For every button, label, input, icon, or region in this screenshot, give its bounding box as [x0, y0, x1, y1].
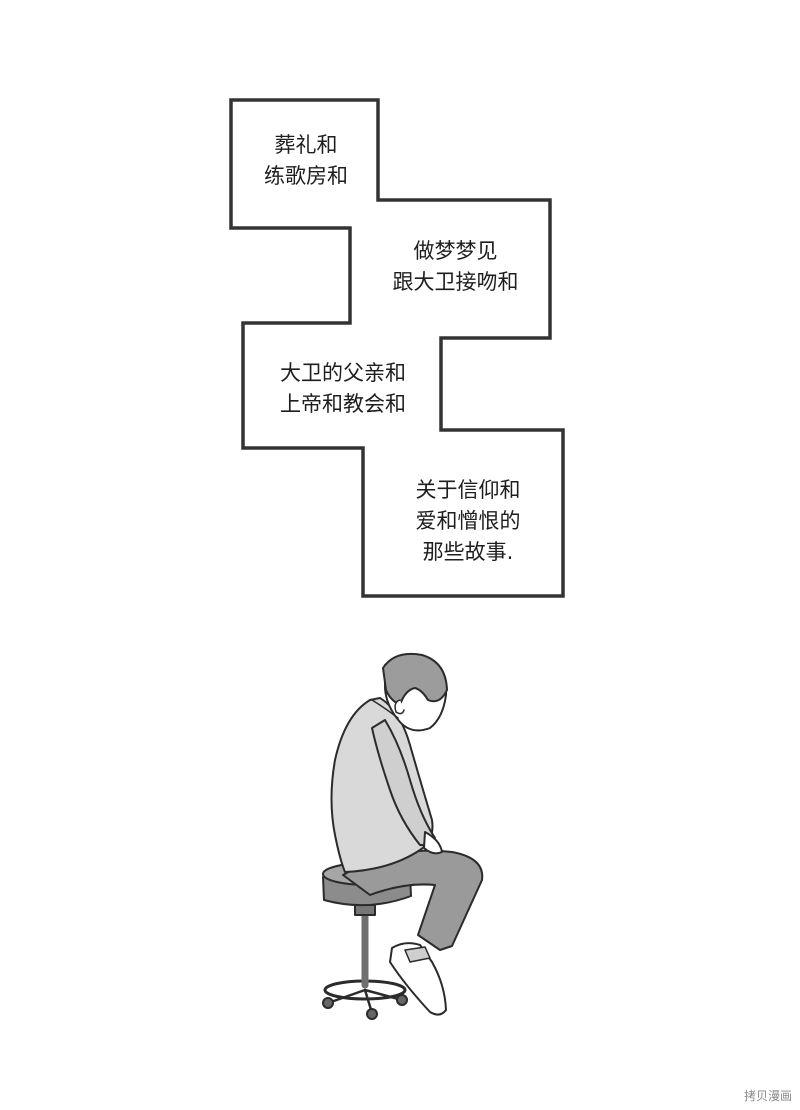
caption-line: 那些故事.: [422, 540, 514, 564]
sitting-boy-illustration: [322, 652, 484, 1020]
caption-2: 做梦梦见 跟大卫接吻和: [373, 236, 538, 298]
caption-4: 关于信仰和 爱和憎恨的 那些故事.: [393, 475, 543, 568]
caption-line: 葬礼和: [274, 133, 338, 157]
caption-line: 大卫的父亲和: [280, 361, 406, 385]
caption-1: 葬礼和 练歌房和: [241, 130, 371, 192]
watermark: 拷贝漫画: [743, 1089, 792, 1103]
caption-line: 上帝和教会和: [280, 392, 406, 416]
caption-line: 练歌房和: [264, 164, 348, 188]
caption-line: 爱和憎恨的: [415, 509, 521, 533]
caption-line: 做梦梦见: [413, 239, 498, 263]
caption-3: 大卫的父亲和 上帝和教会和: [258, 358, 428, 420]
caption-line: 跟大卫接吻和: [392, 270, 519, 294]
caption-line: 关于信仰和: [415, 478, 521, 502]
caption-box-outline: [229, 98, 565, 598]
shoe: [389, 942, 447, 1016]
